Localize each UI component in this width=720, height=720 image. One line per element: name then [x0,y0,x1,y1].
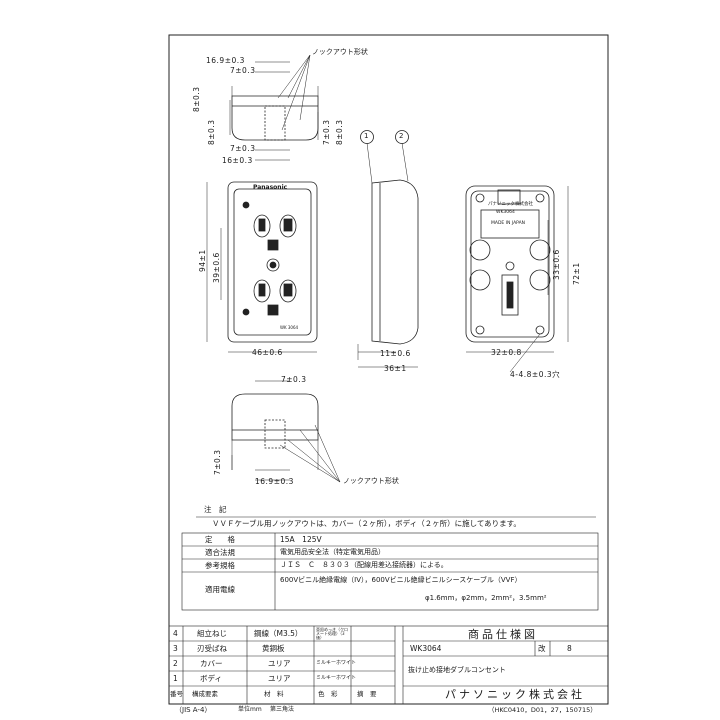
dim-top-16-9: 16.9±0.3 [206,56,245,65]
dim-back-33: 33±0.6 [552,249,561,280]
dim-top-8c: 8±0.3 [335,119,344,145]
spec-value-law: 電気用品安全法（特定電気用品） [280,548,385,556]
dim-back-72: 72±1 [572,262,581,285]
footer-paper-size: （JIS A-4） [175,706,212,714]
part-no-2: 2 [173,659,178,668]
dim-back-holes: 4-4.8±0.3穴 [510,370,561,379]
part-name-3: 刃受ばね [197,644,227,653]
dim-front-94: 94±1 [198,249,207,272]
back-label-1: パナソニック株式会社 [488,202,533,207]
callout-1: 1 [364,132,369,140]
callout-2: 2 [399,132,404,140]
part-name-2: カバー [200,659,223,668]
part-material-3: 黄銅板 [262,644,285,653]
dim-side-36: 36±1 [384,364,407,373]
spec-value-wire-sizes: φ1.6mm，φ2mm，2mm²，3.5mm² [425,594,547,602]
dim-top-7b: 7±0.3 [230,144,256,153]
company-name: パナソニック株式会社 [445,688,585,701]
front-view [206,181,318,353]
back-label-2: WK3064 [496,210,515,215]
dim-top-8a: 8±0.3 [192,86,201,112]
part-name-1: ボディ [200,674,222,683]
part-color-2: ミルキーホワイト [316,660,357,666]
parts-header-color: 色 彩 [318,690,338,698]
parts-header-remarks: 摘 要 [357,690,377,698]
part-material-1: ユリア [268,674,291,683]
parts-table [168,625,609,705]
product-name: 抜け止め接地ダブルコンセント [408,666,506,674]
dim-top-7: 7±0.3 [230,66,256,75]
dim-bottom-16-9: 16.9±0.3 [255,477,294,486]
top-view [229,54,319,161]
part-material-2: ユリア [268,659,291,668]
back-view [465,185,569,373]
dim-top-7c: 7±0.3 [322,119,331,145]
part-no-3: 3 [173,644,178,653]
side-view [357,130,419,368]
dim-front-39: 39±0.6 [212,252,221,283]
spec-label-law: 適合法規 [205,548,235,557]
spec-label-wire: 適用電線 [205,585,235,594]
spec-label-rating: 定 格 [205,535,235,544]
spec-table [181,532,599,611]
parts-header-name: 構成要素 [192,690,218,698]
notes-title: 注 記 [204,505,227,514]
model-mark: WK 3064 [280,325,299,330]
part-name-4: 組立ねじ [197,629,227,638]
parts-header-material: 材 料 [264,690,284,698]
revision-number: 8 [567,644,572,653]
footer-doc-code: （HKC0410，D01，27，150715） [488,706,597,714]
knockout-label-bottom: ノックアウト形状 [343,477,399,485]
spec-label-standard: 参考規格 [205,561,235,570]
part-color-4: 亜鉛めっき（クロメート処理）（3価） [316,627,348,640]
spec-value-standard: ＪＩＳ Ｃ ８３０３（配線用差込接続器）による。 [280,561,448,569]
dim-side-11: 11±0.6 [380,349,411,358]
dim-bottom-7b: 7±0.3 [213,449,222,475]
dim-back-32: 32±0.8 [491,348,522,357]
dim-front-46: 46±0.6 [252,348,283,357]
part-no-1: 1 [173,674,178,683]
part-no-4: 4 [173,629,178,638]
back-label-3: MADE IN JAPAN [491,221,526,226]
footer-unit: 単位mm [238,706,262,713]
model-number: WK3064 [410,644,442,653]
part-material-4: 鋼線（M3.5） [254,629,303,638]
footer-projection: 第三角法 [270,706,295,713]
notes-text: ＶＶＦケーブル用ノックアウトは、カバー（２ヶ所），ボディ（２ヶ所）に施してありま… [212,519,521,528]
bottom-view [231,380,341,483]
spec-value-rating: 15A 125V [280,535,322,544]
spec-value-wire: 600Vビニル絶縁電線（IV），600Vビニル絶縁ビニルシースケーブル（VVF） [280,576,522,584]
brand-mark: Panasonic [253,184,288,191]
knockout-label-top: ノックアウト形状 [312,48,368,56]
dim-top-16: 16±0.3 [222,156,253,165]
dim-top-8b: 8±0.3 [207,119,216,145]
revision-label: 改 [538,644,546,653]
dim-bottom-7a: 7±0.3 [281,375,307,384]
part-color-1: ミルキーホワイト [316,675,357,681]
doc-type-title: 商品仕様図 [468,628,538,641]
parts-header-no: 番号 [170,690,183,698]
